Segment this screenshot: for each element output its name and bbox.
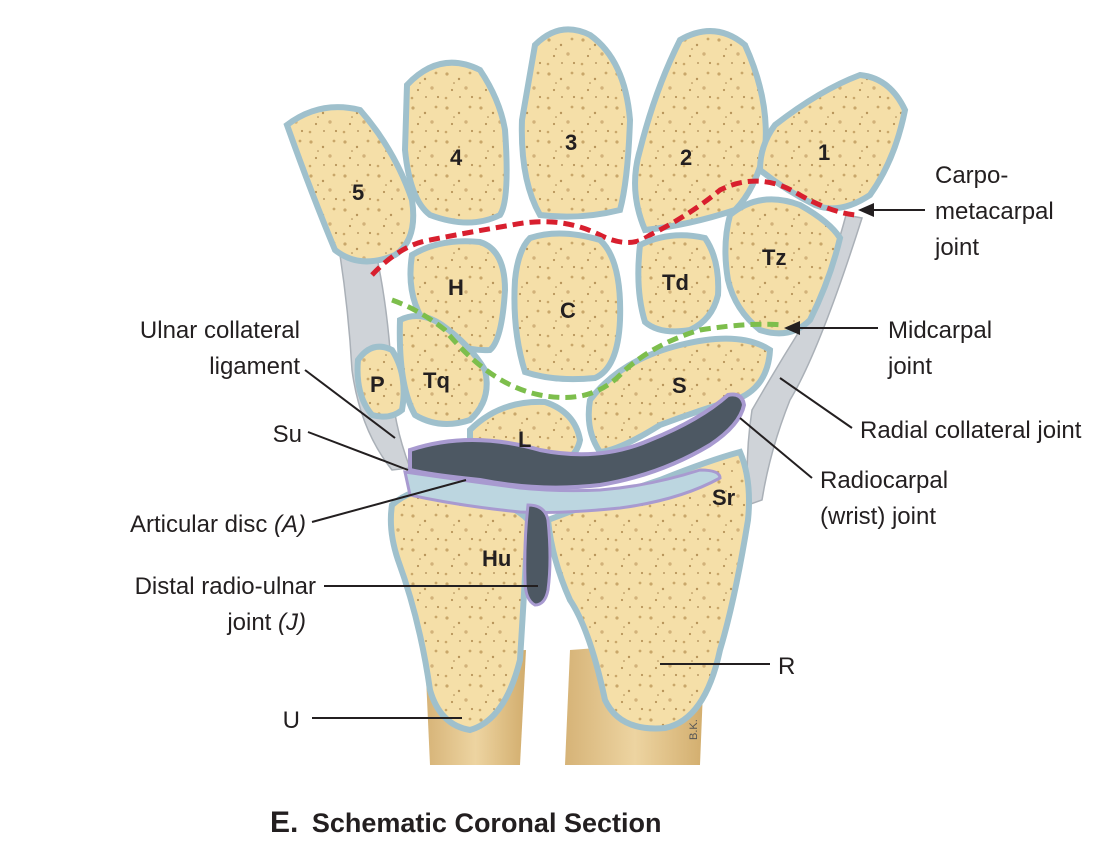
label-pisiform: P (370, 372, 385, 397)
bone-labels: 1 2 3 4 5 H C Td Tz P Tq L S Hu Sr (352, 130, 830, 571)
label-radius-styloid: Sr (712, 485, 736, 510)
druj-label-line2: joint (J) (226, 609, 306, 636)
label-triquetrum: Tq (423, 368, 450, 393)
metacarpals (283, 26, 909, 265)
cmc-label-line2: metacarpal (935, 198, 1054, 225)
label-lunate: L (518, 427, 531, 452)
articular-disc (403, 468, 722, 514)
metacarpal-4 (401, 59, 510, 226)
su-leader (307, 431, 409, 471)
midcarpal-label-line1: Midcarpal (888, 317, 992, 344)
radius-distal (544, 448, 752, 732)
su-label: Su (273, 421, 302, 448)
trapezium (722, 196, 844, 337)
capitate (511, 230, 624, 383)
cmc-label-line3: joint (934, 234, 979, 261)
right-labels: Carpo- metacarpal joint Midcarpal joint … (778, 162, 1082, 680)
label-mc4: 4 (450, 145, 463, 170)
radiocarpal-joint-cavity (408, 392, 747, 490)
label-trapezoid: Td (662, 270, 689, 295)
midcarpal-label-line2: joint (887, 353, 932, 380)
label-hamate: H (448, 275, 464, 300)
metacarpal-5 (283, 104, 417, 265)
forearm-bones (387, 448, 752, 734)
cmc-label-line1: Carpo- (935, 162, 1008, 189)
cmc-arrowhead (858, 203, 874, 217)
radiocarpal-label-line1: Radiocarpal (820, 467, 948, 494)
metacarpal-1 (756, 71, 909, 212)
articular-disc-label: Articular disc (A) (130, 511, 306, 538)
ulnar-collateral-label-line1: Ulnar collateral (140, 317, 300, 344)
ulna-head (387, 485, 532, 734)
carpometacarpal-joint-line (370, 178, 856, 277)
label-mc5: 5 (352, 180, 364, 205)
label-trapezium: Tz (762, 245, 786, 270)
radial-collateral-label: Radial collateral joint (860, 417, 1082, 444)
articular-disc-label-letter: (A) (274, 511, 306, 538)
label-scaphoid: S (672, 373, 687, 398)
midcarpal-arrowhead (784, 321, 800, 335)
ulnar-collateral-leader (304, 369, 396, 439)
articular-disc-leader (311, 479, 467, 523)
figure-title-letter: E. (270, 806, 298, 839)
druj-label-letter: (J) (278, 609, 306, 636)
label-capitate: C (560, 298, 576, 323)
figure-title-text: Schematic Coronal Section (312, 808, 662, 838)
ulna-label: U (283, 707, 300, 734)
radius-label: R (778, 653, 795, 680)
pisiform (354, 343, 407, 420)
distal-radioulnar-joint-cavity (523, 503, 552, 607)
artist-signature: B.K. (688, 719, 700, 740)
label-mc1: 1 (818, 140, 830, 165)
druj-label-line2-text: joint (226, 609, 278, 636)
druj-label-line1: Distal radio-ulnar (135, 573, 316, 600)
label-mc3: 3 (565, 130, 577, 155)
radiocarpal-label-line2: (wrist) joint (820, 503, 936, 530)
label-mc2: 2 (680, 145, 692, 170)
metacarpal-3 (518, 26, 634, 220)
label-ulna-head: Hu (482, 546, 511, 571)
figure-title: E. Schematic Coronal Section (270, 806, 661, 839)
leader-lines (304, 203, 925, 719)
left-labels: Ulnar collateral ligament Su Articular d… (130, 317, 316, 734)
radial-collateral-leader (779, 377, 853, 429)
articular-disc-label-text: Articular disc (130, 511, 274, 538)
trapezoid (635, 232, 722, 335)
radiocarpal-leader (739, 417, 813, 479)
midcarpal-joint-line (391, 297, 785, 400)
metacarpal-2 (632, 28, 769, 234)
ulnar-collateral-label-line2: ligament (209, 353, 300, 380)
